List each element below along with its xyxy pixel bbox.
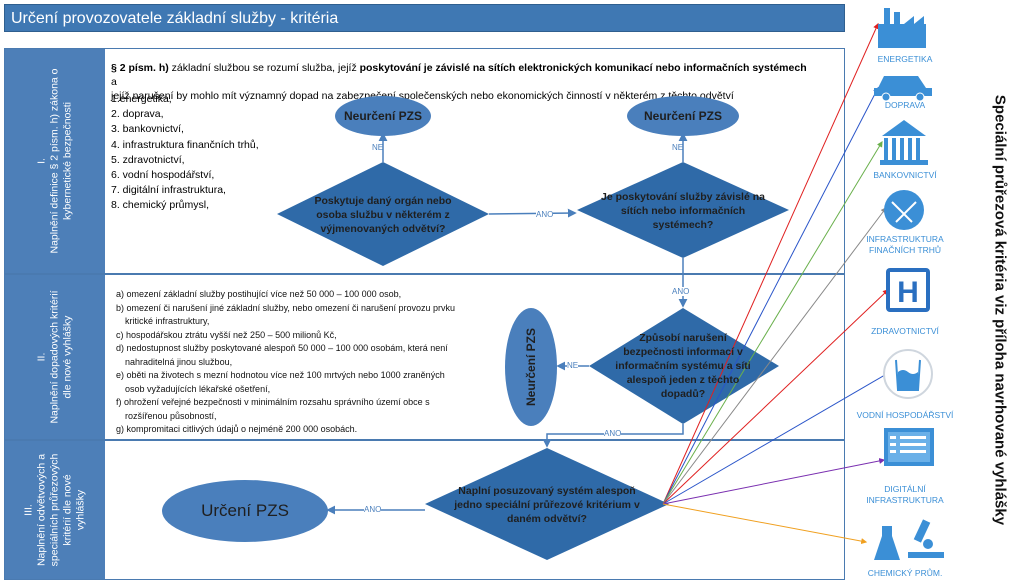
definition-text: § 2 písm. h) základní službou se rozumí … — [111, 61, 811, 103]
factory-icon — [878, 8, 926, 48]
finance-market-icon — [884, 190, 924, 230]
decision-diamond-1 — [277, 162, 489, 266]
bank-icon — [880, 120, 928, 165]
list-item: 6. vodní hospodářství, — [111, 169, 215, 182]
decision-text-2: Je poskytování služby závislé na sítích … — [601, 191, 765, 231]
list-item: 4. infrastruktura finančních trhů, — [111, 138, 259, 151]
edge-label-ne-3: NE — [567, 361, 579, 370]
definition-bold: poskytování je závislé na sítích elektro… — [359, 62, 807, 74]
decision-diamond-2 — [577, 162, 789, 258]
outcome-neurceni-3-text: Neurčení PZS — [524, 327, 538, 407]
car-icon — [874, 76, 932, 102]
decision-diamond-3 — [589, 308, 779, 424]
edge-label-ne-1: NE — [372, 143, 384, 152]
sector-caption-infrastruktura-trhu: INFRASTRUKTURA FINAČNÍCH TRHŮ — [866, 234, 944, 255]
edge-label-ne-2: NE — [672, 143, 684, 152]
list-item: f) ohrožení veřejné bezpečnosti v minimá… — [116, 397, 430, 421]
definition-prefix: § 2 písm. h) — [111, 62, 169, 74]
list-item: b) omezení či narušení jiné základní slu… — [116, 302, 456, 327]
definition-mid: základní službou se rozumí služba, jejíž — [168, 62, 360, 74]
outcome-urceni: Určení PZS — [162, 480, 328, 542]
water-glass-icon — [883, 349, 933, 399]
sector-caption-zdravotnictvi: ZDRAVOTNICTVÍ — [871, 326, 939, 336]
definition-line2: jejíž narušení by mohlo mít významný dop… — [111, 90, 734, 102]
decision-text-4: Naplní posuzovaný systém alespoň jedno s… — [454, 485, 640, 525]
sector-caption-doprava: DOPRAVA — [884, 100, 926, 110]
side-note-text: Speciální průřezová kritéria viz příloha… — [991, 94, 1009, 526]
list-item: e) oběti na životech s mezní hodnotou ví… — [116, 370, 445, 394]
definition-end: a — [111, 76, 117, 88]
sector-caption-bankovnictvi: BANKOVNICTVÍ — [873, 170, 937, 180]
edge-label-ano-3: ANO — [604, 429, 622, 438]
list-item: g) kompromitaci citlivých údajů o nejmén… — [116, 424, 358, 434]
edge-label-ano-2: ANO — [672, 287, 690, 296]
chemistry-icon — [874, 519, 944, 560]
impact-criteria-list: a) omezení základní služby postihující v… — [116, 288, 466, 437]
list-item: 2. doprava, — [111, 108, 164, 121]
section-1-band — [4, 48, 845, 274]
list-item: 7. digitální infrastruktura, — [111, 184, 226, 197]
decision-text-1: Poskytuje daný orgán nebo osoba službu v… — [314, 195, 452, 235]
page-title: Určení provozovatele základní služby - k… — [4, 4, 845, 32]
section-2-label: II. Naplnění dopadových kritérií dle nov… — [5, 275, 105, 439]
sector-list: 1.energetika, 2. doprava, 3. bankovnictv… — [111, 92, 311, 214]
sector-caption-energetika: ENERGETIKA — [877, 54, 933, 64]
section-2-band — [4, 274, 845, 440]
list-item: c) hospodářskou ztrátu vyšší než 250 – 5… — [116, 329, 337, 340]
outcome-neurceni-2: Neurčení PZS — [627, 96, 739, 136]
list-item: 3. bankovnictví, — [111, 123, 184, 136]
list-item: 1.energetika, — [111, 93, 172, 105]
outcome-neurceni-3: Neurčení PZS — [505, 308, 557, 426]
side-note: Speciální průřezová kritéria viz příloha… — [980, 60, 1020, 560]
list-item: a) omezení základní služby postihující v… — [116, 289, 402, 299]
decision-diamond-4 — [425, 448, 669, 560]
list-item: 5. zdravotnictví, — [111, 153, 185, 166]
hospital-icon: H — [886, 268, 930, 312]
list-item: d) nedostupnost služby poskytované alesp… — [116, 343, 448, 367]
section-3-band — [4, 440, 845, 580]
section-1-label: I. Naplnění definice § 2 písm. h) zákona… — [5, 49, 105, 273]
sector-caption-digitalni: DIGITÁLNÍ INFRASTRUKTURA — [866, 484, 944, 505]
section-3-label: III. Naplnění odvětvových a speciálních … — [5, 441, 105, 579]
outcome-neurceni-1: Neurčení PZS — [335, 96, 431, 136]
digital-infrastructure-icon — [884, 428, 934, 466]
decision-text-3: Způsobí narušení bezpečnosti informací v… — [615, 332, 751, 400]
edge-label-ano-4: ANO — [364, 505, 382, 514]
sector-caption-vodni: VODNÍ HOSPODÁŘSTVÍ — [856, 410, 954, 420]
list-item: 8. chemický průmysl, — [111, 199, 210, 212]
sector-caption-chemicky: CHEMICKÝ PRŮM. — [867, 568, 943, 578]
svg-text:H: H — [897, 276, 919, 309]
edge-label-ano-1: ANO — [536, 210, 554, 219]
